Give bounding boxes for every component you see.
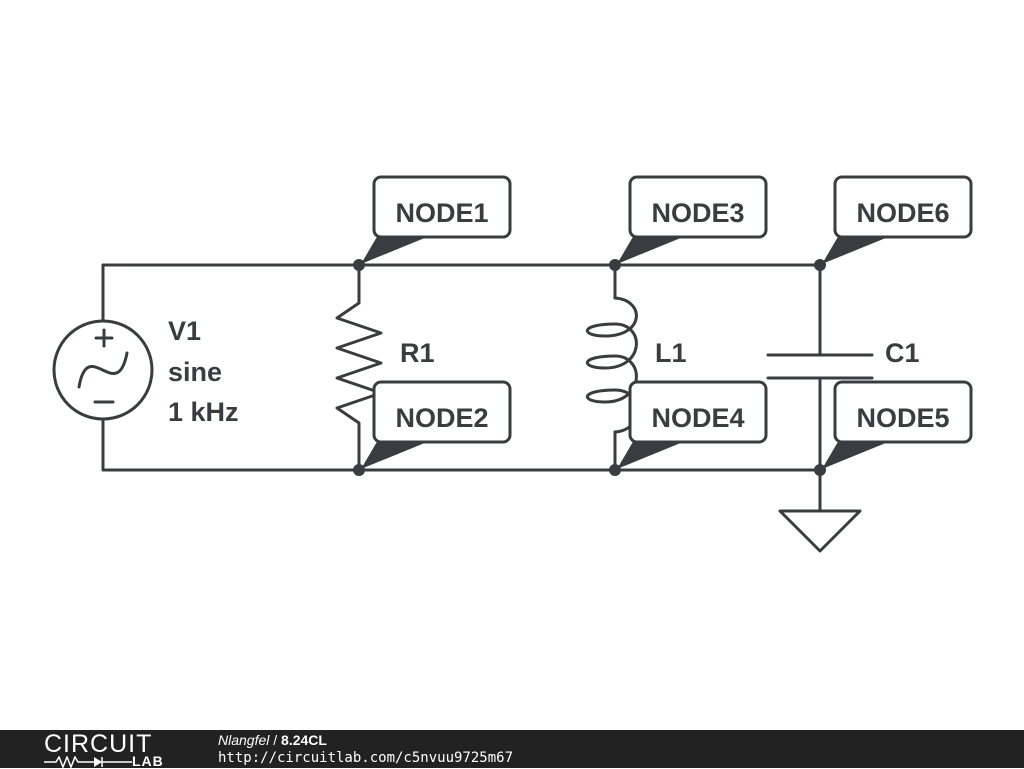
bottom-wire bbox=[101, 376, 822, 472]
r1-name-label: R1 bbox=[400, 338, 435, 368]
node2-label[interactable]: NODE2 bbox=[361, 380, 512, 469]
ground-symbol bbox=[778, 509, 862, 553]
logo-text-top: CIRCUIT bbox=[44, 730, 153, 758]
node4-label[interactable]: NODE4 bbox=[617, 380, 768, 469]
junction-dot bbox=[609, 259, 621, 271]
logo-text-bottom: LAB bbox=[132, 753, 164, 769]
junction-dot bbox=[353, 259, 365, 271]
circuit-url-link[interactable]: http://circuitlab.com/c5nvuu9725m67 bbox=[218, 750, 514, 766]
node1-label-text: NODE1 bbox=[395, 198, 488, 228]
author-link[interactable]: Nlangfel bbox=[218, 732, 270, 748]
v1-type-label: sine bbox=[168, 357, 222, 387]
node4-label-text: NODE4 bbox=[651, 403, 744, 433]
node1-label[interactable]: NODE1 bbox=[361, 175, 512, 264]
node6-label-text: NODE6 bbox=[856, 198, 949, 228]
junction-dot bbox=[814, 259, 826, 271]
r1-resistor bbox=[335, 263, 383, 472]
junction-dot bbox=[814, 464, 826, 476]
footer-separator: / bbox=[269, 732, 282, 748]
node3-label-text: NODE3 bbox=[651, 198, 744, 228]
node6-label[interactable]: NODE6 bbox=[822, 175, 973, 264]
v1-frequency-label: 1 kHz bbox=[168, 397, 239, 427]
junction-dot bbox=[609, 464, 621, 476]
l1-name-label: L1 bbox=[655, 338, 687, 368]
footer-attribution: Nlangfel / 8.24CL bbox=[218, 732, 327, 748]
c1-capacitor bbox=[766, 353, 874, 380]
node2-label-text: NODE2 bbox=[395, 403, 488, 433]
top-wire bbox=[101, 263, 822, 357]
circuit-title: 8.24CL bbox=[281, 732, 327, 748]
node3-label[interactable]: NODE3 bbox=[617, 175, 768, 264]
circuitlab-logo[interactable]: CIRCUIT LAB bbox=[40, 730, 180, 769]
junction-dot bbox=[353, 464, 365, 476]
node5-label[interactable]: NODE5 bbox=[822, 380, 973, 469]
v1-name-label: V1 bbox=[168, 316, 201, 346]
footer-bar: CIRCUIT LAB Nlangfel / 8.24CL http://cir… bbox=[0, 730, 1024, 768]
node5-label-text: NODE5 bbox=[856, 403, 949, 433]
v1-sine-source bbox=[52, 319, 154, 421]
logo-resistor-diode-icon bbox=[44, 756, 132, 768]
c1-name-label: C1 bbox=[885, 338, 920, 368]
circuit-schematic: V1 sine 1 kHz R1 L1 C1 NODE1 NODE3 NODE6 bbox=[52, 175, 973, 553]
